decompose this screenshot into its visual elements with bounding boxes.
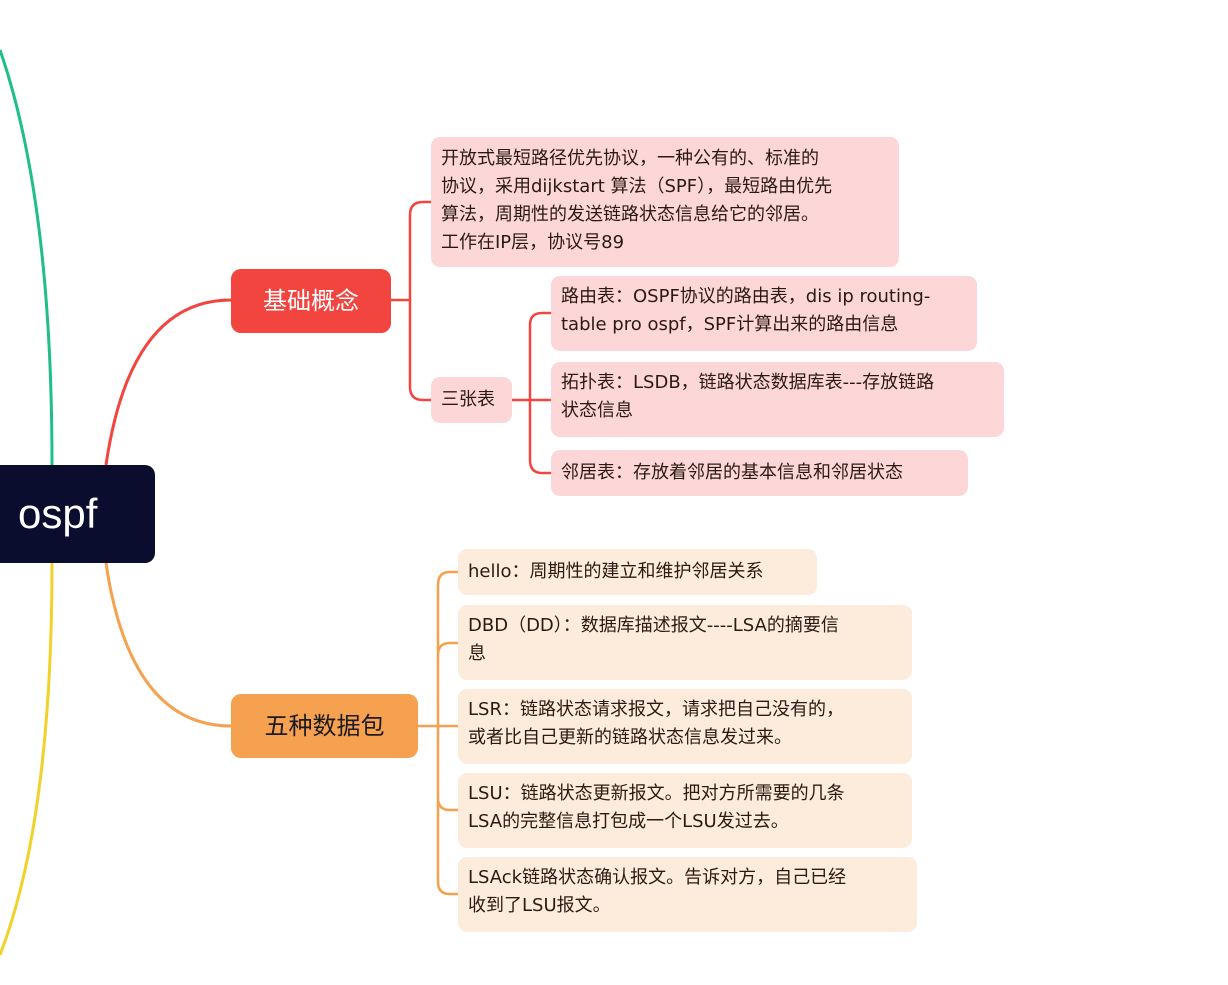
leaf-line: table pro ospf，SPF计算出来的路由信息	[561, 314, 899, 335]
sub-branch-three-tables[interactable]: 三张表	[431, 377, 512, 423]
leaf-line: 算法，周期性的发送链路状态信息给它的邻居。	[441, 204, 819, 225]
leaf-line: LSR：链路状态请求报文，请求把自己没有的，	[468, 699, 844, 720]
leaf-line: hello：周期性的建立和维护邻居关系	[468, 561, 764, 582]
leaf-lsr-packet[interactable]: LSR：链路状态请求报文，请求把自己没有的， 或者比自己更新的链路状态信息发过来…	[458, 689, 912, 764]
link-root-red	[104, 298, 232, 466]
leaf-dbd-packet[interactable]: DBD（DD）：数据库描述报文----LSA的摘要信 息	[458, 605, 912, 680]
leaf-line: LSAck链路状态确认报文。告诉对方，自己已经	[468, 867, 847, 888]
leaf-line: DBD（DD）：数据库描述报文----LSA的摘要信	[468, 615, 839, 636]
link-left-yellow	[0, 562, 54, 956]
leaf-line: 开放式最短路径优先协议，一种公有的、标准的	[441, 148, 819, 169]
leaf-line: 拓扑表：LSDB，链路状态数据库表---存放链路	[561, 372, 935, 393]
leaf-topology-table[interactable]: 拓扑表：LSDB，链路状态数据库表---存放链路 状态信息	[551, 362, 1004, 437]
leaf-line: 邻居表：存放着邻居的基本信息和邻居状态	[561, 462, 903, 483]
leaf-line: 息	[468, 643, 486, 664]
leaf-line: 收到了LSU报文。	[468, 895, 611, 916]
link-red-bracket	[391, 200, 431, 402]
leaf-line: 路由表：OSPF协议的路由表，dis ip routing-	[561, 286, 931, 307]
leaf-lsack-packet[interactable]: LSAck链路状态确认报文。告诉对方，自己已经 收到了LSU报文。	[458, 857, 917, 932]
link-orange-bracket	[418, 570, 458, 896]
leaf-neighbor-table[interactable]: 邻居表：存放着邻居的基本信息和邻居状态	[551, 450, 968, 496]
link-left-green	[0, 49, 54, 466]
leaf-line: 协议，采用dijkstart 算法（SPF），最短路由优先	[441, 176, 833, 197]
link-three-bracket	[512, 311, 551, 475]
leaf-lsu-packet[interactable]: LSU：链路状态更新报文。把对方所需要的几条 LSA的完整信息打包成一个LSU发…	[458, 773, 912, 848]
leaf-line: LSA的完整信息打包成一个LSU发过去。	[468, 811, 789, 832]
leaf-line: 工作在IP层，协议号89	[441, 232, 625, 253]
leaf-hello-packet[interactable]: hello：周期性的建立和维护邻居关系	[458, 549, 817, 595]
link-root-orange	[104, 562, 232, 728]
root-node-ospf[interactable]: ospf	[0, 465, 155, 563]
branch-basic-concepts[interactable]: 基础概念	[231, 269, 391, 333]
leaf-line: LSU：链路状态更新报文。把对方所需要的几条	[468, 783, 845, 804]
leaf-line: 或者比自己更新的链路状态信息发过来。	[468, 727, 792, 748]
leaf-ospf-definition[interactable]: 开放式最短路径优先协议，一种公有的、标准的 协议，采用dijkstart 算法（…	[431, 137, 899, 267]
branch-five-packets[interactable]: 五种数据包	[231, 694, 418, 758]
leaf-routing-table[interactable]: 路由表：OSPF协议的路由表，dis ip routing- table pro…	[551, 276, 977, 351]
leaf-line: 状态信息	[561, 400, 633, 421]
